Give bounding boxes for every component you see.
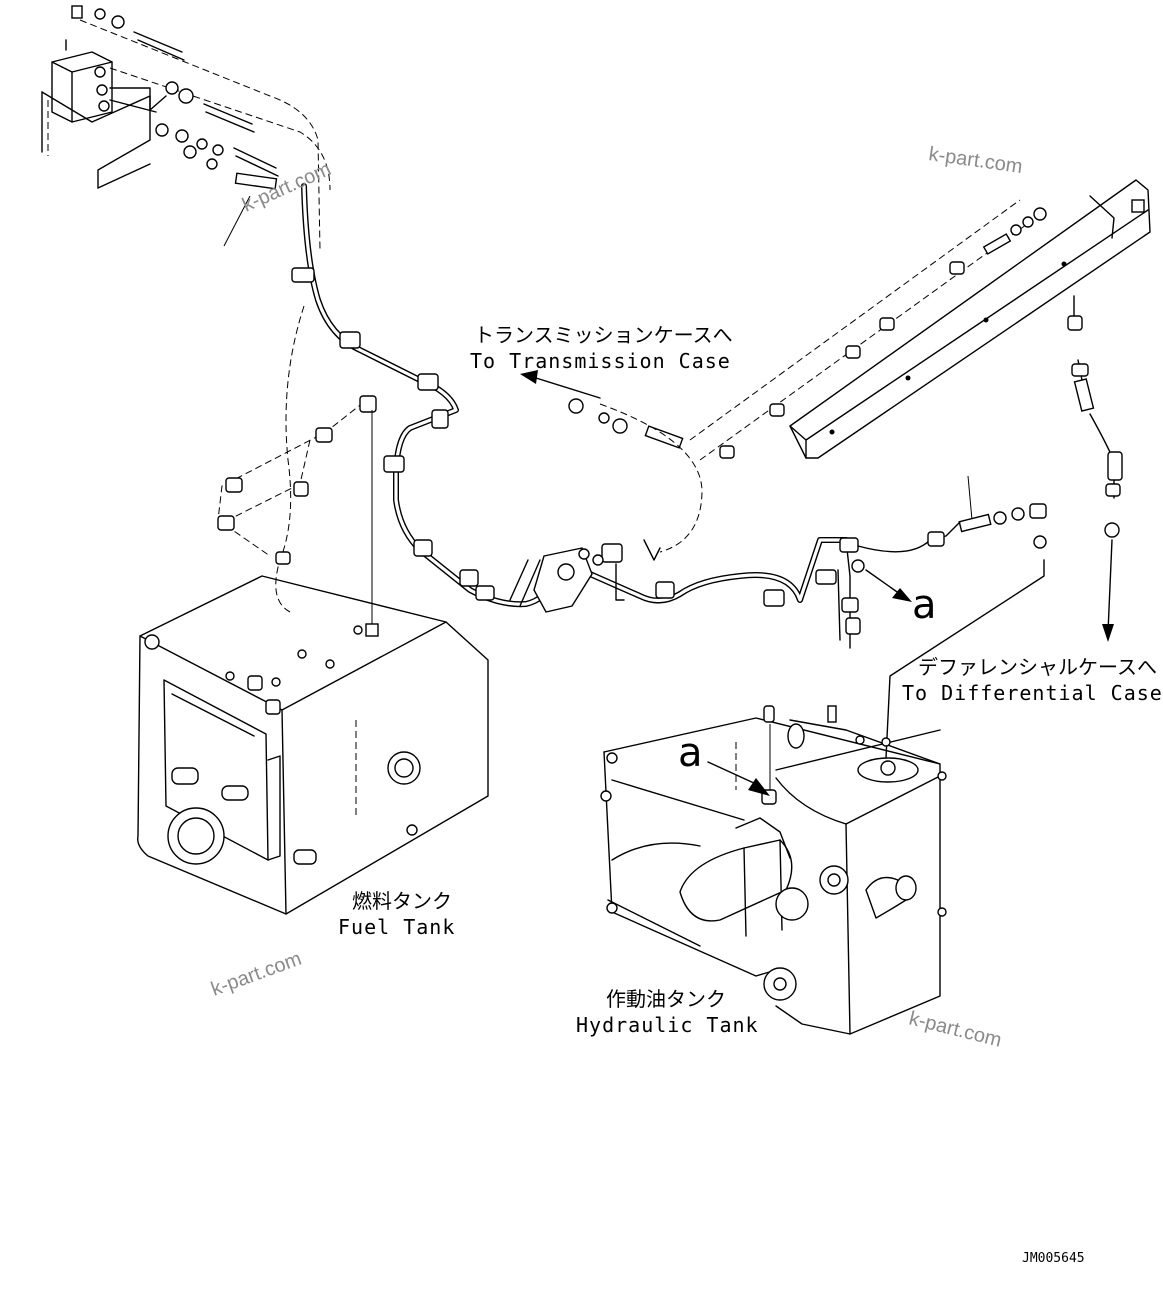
watermark: k-part.com (907, 1008, 1004, 1052)
to-transmission-label-en: To Transmission Case (470, 349, 731, 373)
harness-left (217, 305, 379, 637)
watermark: k-part.com (927, 143, 1024, 178)
fittings-right (857, 475, 1047, 759)
drawing-code: JM005645 (1022, 1251, 1085, 1266)
hydraulic-tank (600, 705, 947, 1035)
arrow-a-right (865, 569, 901, 595)
hydraulic-tank-label-jp: 作動油タンク (606, 987, 726, 1011)
to-transmission-label-jp: トランスミッションケースへ (474, 323, 733, 347)
to-differential-label-jp: デファレンシャルケースへ (918, 655, 1157, 679)
marker-a-hydraulic: a (678, 730, 703, 776)
hydraulic-tank-label-en: Hydraulic Tank (576, 1013, 759, 1037)
fuel-tank-label-jp: 燃料タンク (352, 889, 452, 913)
marker-a-right: a (912, 582, 937, 628)
arrowhead-a-right (892, 588, 912, 602)
pipe-assembly (291, 183, 865, 649)
valve-block (41, 5, 331, 251)
transmission-fittings (520, 370, 703, 553)
fuel-tank (137, 575, 489, 915)
watermark: k-part.com (239, 158, 334, 217)
fuel-tank-label-en: Fuel Tank (338, 915, 455, 939)
right-bracket (689, 179, 1151, 642)
watermark: k-part.com (208, 948, 304, 1001)
to-differential-label-en: To Differential Case (902, 681, 1163, 705)
